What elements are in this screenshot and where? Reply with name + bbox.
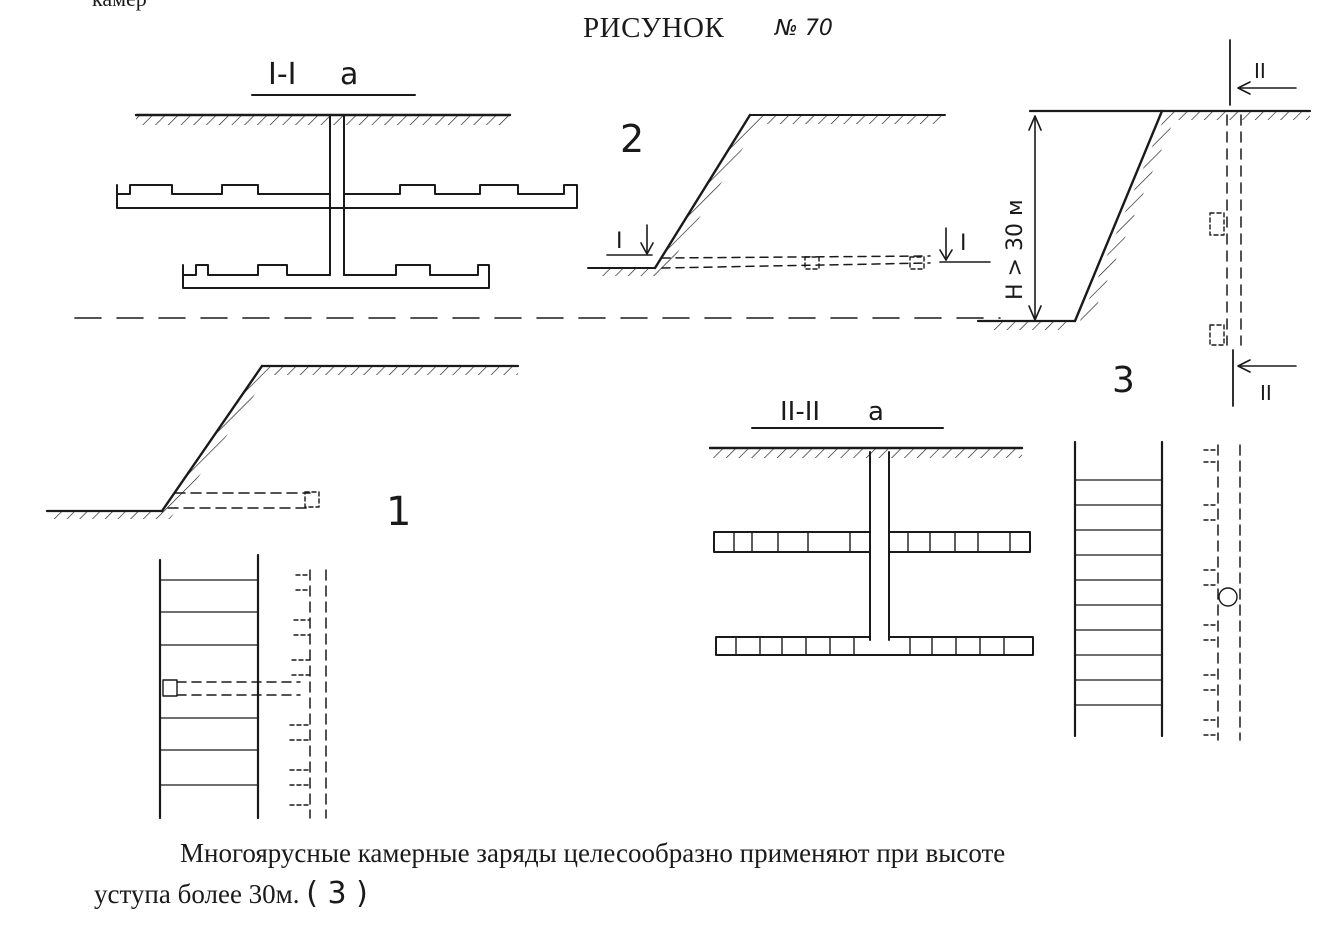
surface-hatching xyxy=(710,449,1022,458)
scheme-3-plan xyxy=(1073,440,1241,741)
section-I-I-label: I-I xyxy=(268,57,297,92)
blasting-diagram: I-I a 2 I I II II H > 30 м 3 1 II-II a xyxy=(45,39,1312,820)
scheme-2-label: 2 xyxy=(620,117,644,161)
height-label: H > 30 м xyxy=(1003,199,1028,300)
figure-title: РИСУНОК xyxy=(583,12,725,44)
section-II-II-label: II-II xyxy=(780,397,820,427)
section-I-I-mark: a xyxy=(340,57,358,92)
cut-I-left-label: I xyxy=(616,229,623,254)
body-text-reference: ( 3 ) xyxy=(306,876,368,911)
scheme-3-profile xyxy=(976,39,1312,407)
scheme-1-label: 1 xyxy=(386,489,411,535)
cut-I-right-label: I xyxy=(960,231,967,256)
scheme-1-plan xyxy=(158,553,327,820)
section-I-I-plan xyxy=(116,94,578,289)
scheme-1-profile xyxy=(45,364,520,519)
scheme-2-profile xyxy=(587,113,991,276)
body-text-line-2: уступа более 30м. ( 3 ) xyxy=(94,876,368,911)
figure-number: № 70 xyxy=(775,16,833,41)
body-text-line-1: Многоярусные камерные заряды целесообраз… xyxy=(180,838,1006,868)
scheme-3-label: 3 xyxy=(1112,360,1135,401)
surface-hatching xyxy=(136,116,510,125)
cut-II-top-label: II xyxy=(1254,59,1266,83)
section-II-II-mark: a xyxy=(868,397,884,427)
section-II-II-plan xyxy=(708,427,1034,656)
body-text-line-2-main: уступа более 30м. xyxy=(94,879,300,909)
caption-fragment: камер xyxy=(92,0,147,12)
cut-II-bottom-label: II xyxy=(1260,381,1272,405)
